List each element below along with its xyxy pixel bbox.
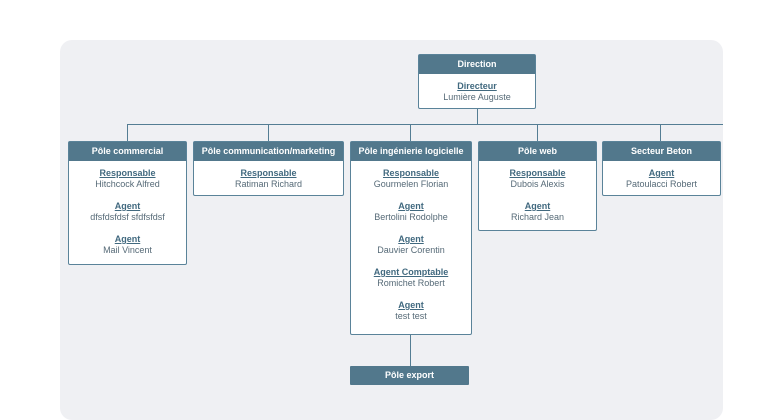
member-role: Responsable xyxy=(99,168,156,178)
member-name: Richard Jean xyxy=(510,212,565,222)
connector-horizontal-bus xyxy=(127,124,723,125)
member-role: Agent xyxy=(398,300,424,310)
connector-root-vertical xyxy=(477,109,478,124)
member-role: Agent xyxy=(114,201,141,211)
member-name: Hitchcock Alfred xyxy=(95,179,160,189)
member-name: test test xyxy=(395,311,427,321)
connector-export-vertical xyxy=(410,335,411,366)
member-name: Patoulacci Robert xyxy=(625,179,698,189)
member-name: Bertolini Rodolphe xyxy=(374,212,448,222)
node-title: Pôle commercial xyxy=(69,142,186,161)
connector-dept-2 xyxy=(268,124,269,141)
member: Responsable Hitchcock Alfred xyxy=(71,167,184,190)
member-name: dfsfdsfdsf sfdfsfdsf xyxy=(90,212,165,222)
member-name: Romichet Robert xyxy=(377,278,445,288)
node-direction[interactable]: Direction Directeur Lumière Auguste xyxy=(418,54,536,109)
node-pole-web[interactable]: Pôle web Responsable Dubois Alexis Agent… xyxy=(478,141,597,231)
member-role: Agent xyxy=(398,234,424,244)
member: Agent Bertolini Rodolphe xyxy=(353,200,469,223)
member: Directeur Lumière Auguste xyxy=(421,80,533,103)
node-title: Secteur Beton xyxy=(603,142,720,161)
member: Agent Patoulacci Robert xyxy=(605,167,718,190)
node-title: Pôle ingénierie logicielle xyxy=(351,142,471,161)
member-role: Agent xyxy=(398,201,424,211)
member-role: Agent Comptable xyxy=(373,267,449,277)
member-name: Gourmelen Florian xyxy=(373,179,449,189)
member-role: Agent xyxy=(114,234,141,244)
node-title: Direction xyxy=(419,55,535,74)
connector-dept-1 xyxy=(127,124,128,141)
member: Agent test test xyxy=(353,299,469,322)
node-title: Pôle communication/marketing xyxy=(194,142,343,161)
node-title: Pôle web xyxy=(479,142,596,161)
connector-dept-4 xyxy=(537,124,538,141)
member: Responsable Dubois Alexis xyxy=(481,167,594,190)
node-secteur-beton[interactable]: Secteur Beton Agent Patoulacci Robert xyxy=(602,141,721,196)
connector-dept-3 xyxy=(410,124,411,141)
node-pole-communication-marketing[interactable]: Pôle communication/marketing Responsable… xyxy=(193,141,344,196)
connector-dept-5 xyxy=(660,124,661,141)
member: Agent Richard Jean xyxy=(481,200,594,223)
member-role: Responsable xyxy=(382,168,440,178)
node-pole-commercial[interactable]: Pôle commercial Responsable Hitchcock Al… xyxy=(68,141,187,265)
member: Agent dfsfdsfdsf sfdfsfdsf xyxy=(71,200,184,223)
member: Responsable Ratiman Richard xyxy=(196,167,341,190)
member: Responsable Gourmelen Florian xyxy=(353,167,469,190)
member-name: Dauvier Corentin xyxy=(377,245,445,255)
member-role: Responsable xyxy=(240,168,297,178)
member-role: Agent xyxy=(524,201,551,211)
member-name: Dubois Alexis xyxy=(510,179,565,189)
member-name: Lumière Auguste xyxy=(443,92,511,102)
member-role: Responsable xyxy=(509,168,566,178)
node-pole-export[interactable]: Pôle export xyxy=(350,366,469,385)
member: Agent Mail Vincent xyxy=(71,233,184,256)
member-name: Ratiman Richard xyxy=(234,179,303,189)
member: Agent Dauvier Corentin xyxy=(353,233,469,256)
org-chart-canvas: Direction Directeur Lumière Auguste Pôle… xyxy=(60,40,723,420)
member-name: Mail Vincent xyxy=(103,245,152,255)
node-pole-ingenierie-logicielle[interactable]: Pôle ingénierie logicielle Responsable G… xyxy=(350,141,472,335)
member-role: Directeur xyxy=(457,81,497,91)
member: Agent Comptable Romichet Robert xyxy=(353,266,469,289)
member-role: Agent xyxy=(648,168,675,178)
